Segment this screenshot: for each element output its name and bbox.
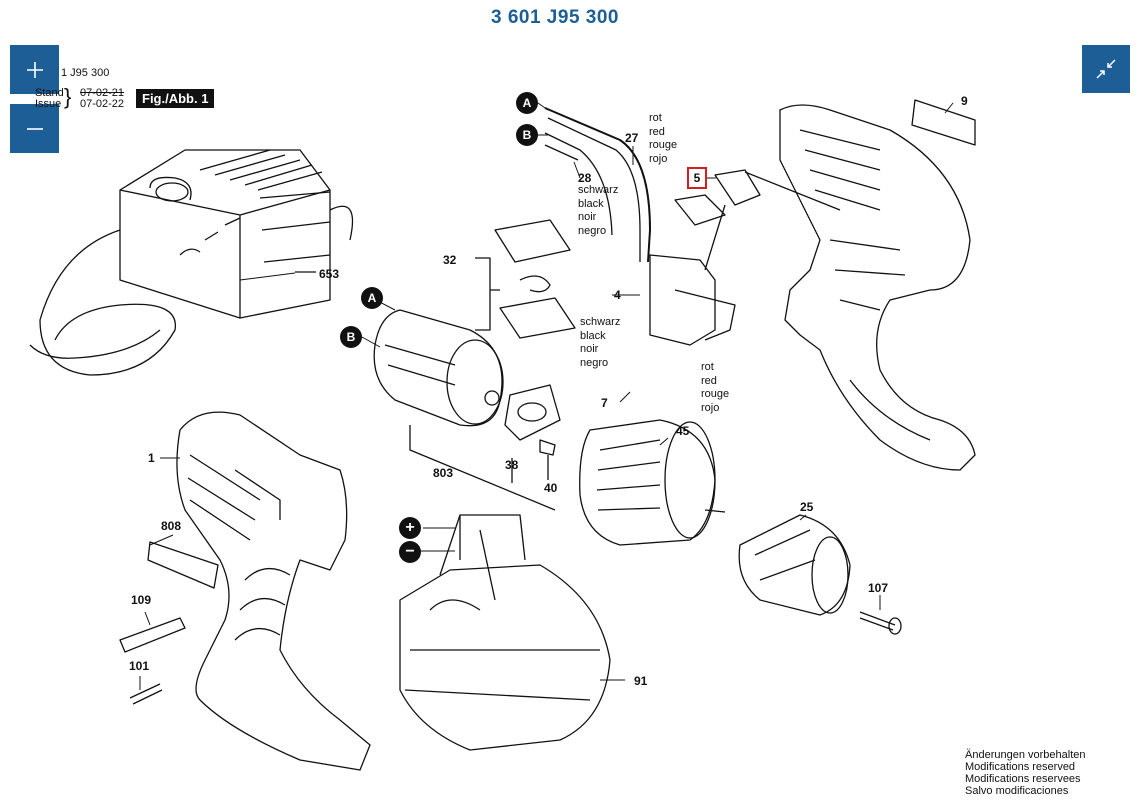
figure-tag: Fig./Abb. 1 bbox=[136, 89, 215, 108]
wires-drawing bbox=[544, 107, 651, 263]
part-label-27: 27 bbox=[625, 131, 639, 145]
housing-left-drawing bbox=[176, 411, 371, 771]
part-label-5-highlighted[interactable]: 5 bbox=[687, 167, 707, 189]
motor-marker-b: B bbox=[340, 326, 362, 348]
part-label-45: 45 bbox=[676, 424, 690, 438]
charger-drawing bbox=[29, 149, 354, 376]
part-label-32: 32 bbox=[443, 253, 457, 267]
motor-marker-a: A bbox=[361, 287, 383, 309]
brush-holder-drawing bbox=[475, 219, 576, 339]
part-label-653: 653 bbox=[319, 267, 340, 281]
part-label-808: 808 bbox=[161, 519, 182, 533]
minus-icon bbox=[26, 127, 43, 130]
collapse-arrows-icon bbox=[1096, 59, 1116, 79]
switch-drawing bbox=[649, 169, 841, 346]
motor-drawing bbox=[373, 309, 561, 511]
part-label-28: 28 bbox=[578, 171, 592, 185]
battery-drawing bbox=[399, 514, 611, 751]
stand-date: 07-02-21 bbox=[80, 87, 125, 99]
part-label-1: 1 bbox=[148, 451, 155, 465]
screw-107-drawing bbox=[859, 611, 902, 635]
model-number: 1 J95 300 bbox=[61, 67, 110, 79]
part-label-107: 107 bbox=[868, 581, 889, 595]
part-label-7: 7 bbox=[601, 396, 608, 410]
bit-109-drawing bbox=[119, 617, 186, 653]
leader-lines bbox=[139, 102, 954, 690]
issue-date: 07-02-22 bbox=[80, 98, 125, 110]
header-brace: } bbox=[64, 84, 72, 109]
housing-right-drawing bbox=[779, 99, 976, 471]
plus-icon bbox=[26, 61, 43, 78]
part-label-40: 40 bbox=[544, 481, 558, 495]
chuck-drawing bbox=[738, 514, 851, 616]
part-label-803: 803 bbox=[433, 466, 454, 480]
part-label-4: 4 bbox=[614, 288, 621, 302]
wire-marker-a: A bbox=[516, 92, 538, 114]
part-label-38: 38 bbox=[505, 458, 519, 472]
zoom-in-button[interactable] bbox=[10, 45, 59, 94]
page-title: 3 601 J95 300 bbox=[490, 7, 619, 28]
battery-plus-terminal: + bbox=[399, 517, 421, 539]
battery-minus-terminal: − bbox=[399, 541, 421, 563]
wire-marker-b: B bbox=[516, 124, 538, 146]
label-808-drawing bbox=[147, 541, 219, 589]
part-label-101: 101 bbox=[129, 659, 150, 673]
gearbox-drawing bbox=[579, 419, 726, 546]
part-label-25: 25 bbox=[800, 500, 814, 514]
collapse-button[interactable] bbox=[1082, 45, 1130, 93]
issue-label: Issue bbox=[35, 98, 62, 110]
stand-label: Stand bbox=[35, 87, 64, 99]
part-label-109: 109 bbox=[131, 593, 152, 607]
part-label-9: 9 bbox=[961, 94, 968, 108]
screw-101-drawing bbox=[129, 683, 163, 705]
part-label-91: 91 bbox=[634, 674, 648, 688]
zoom-out-button[interactable] bbox=[10, 104, 59, 153]
